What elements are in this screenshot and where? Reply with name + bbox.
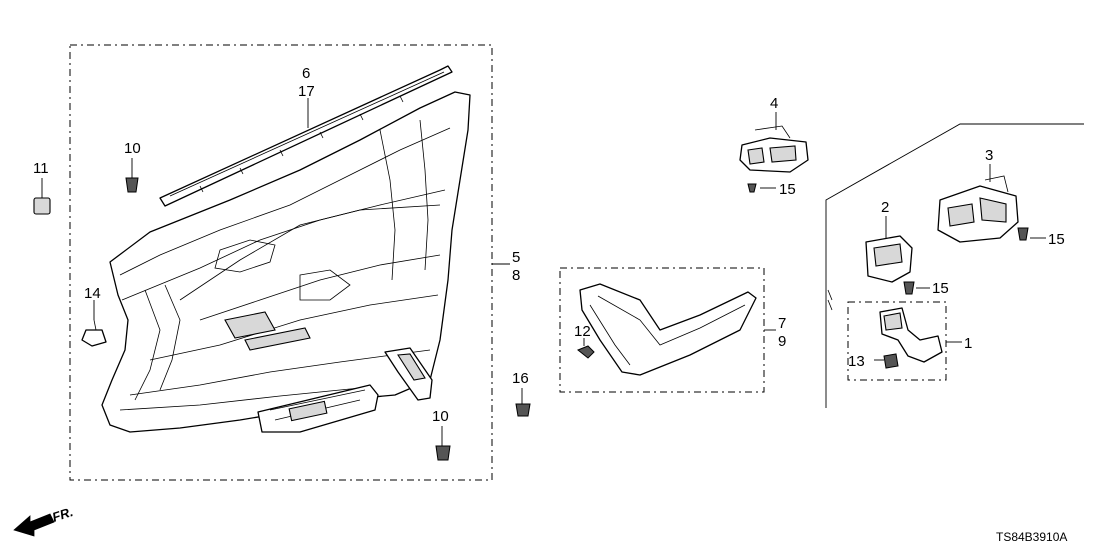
- callout-15-middle: 15: [932, 280, 949, 297]
- callout-12: 12: [574, 323, 591, 340]
- switch-3: [937, 175, 1019, 243]
- armrest-cover: [579, 283, 757, 376]
- clip-11: [33, 197, 51, 215]
- clip-13: [883, 353, 899, 369]
- callout-15-right: 15: [1048, 231, 1065, 248]
- callout-7: 7: [778, 315, 786, 332]
- screw-15a: [747, 183, 757, 193]
- callout-17: 17: [298, 83, 315, 100]
- door-lining-group-box: [69, 44, 493, 481]
- switch-4: [739, 125, 809, 173]
- callout-2: 2: [881, 199, 889, 216]
- screw-16: [515, 403, 531, 417]
- arrow-icon: [13, 513, 55, 537]
- callout-8: 8: [512, 267, 520, 284]
- armrest-cover-group-box: [559, 267, 765, 393]
- clip-12: [577, 345, 595, 359]
- callout-15-upper: 15: [779, 181, 796, 198]
- callout-11: 11: [33, 160, 49, 177]
- callout-1: 1: [964, 335, 972, 352]
- switch-1: [879, 307, 943, 363]
- screw-15b: [903, 281, 915, 295]
- callout-10-lower: 10: [432, 408, 449, 425]
- clip-14: [81, 319, 107, 347]
- callout-4: 4: [770, 95, 778, 112]
- switch-1-group-box: [847, 301, 947, 381]
- callout-6: 6: [302, 65, 310, 82]
- callout-14: 14: [84, 285, 101, 302]
- armrest-base: [257, 384, 379, 433]
- callout-labels: 6 17 10 11 14 10 16 5 8 7 9 12 4 15 3 15…: [33, 65, 1065, 425]
- callout-3: 3: [985, 147, 993, 164]
- inner-weatherstrip: [159, 65, 453, 207]
- door-lining-panel: [101, 91, 471, 433]
- clip-10-lower: [435, 445, 451, 461]
- callout-13: 13: [848, 353, 865, 370]
- callout-5: 5: [512, 249, 520, 266]
- diagram-code: TS84B3910A: [996, 530, 1067, 544]
- right-section-boundary: [825, 123, 1084, 408]
- front-direction-arrow: FR.: [13, 504, 75, 537]
- screw-15c: [1017, 227, 1029, 241]
- callout-9: 9: [778, 333, 786, 350]
- switch-2: [865, 235, 913, 283]
- clip-10-upper: [125, 177, 139, 193]
- callout-16: 16: [512, 370, 529, 387]
- leader-lines: [41, 98, 1046, 446]
- direction-label: FR.: [50, 504, 75, 525]
- pull-handle-trim: [384, 347, 433, 401]
- callout-10-upper: 10: [124, 140, 141, 157]
